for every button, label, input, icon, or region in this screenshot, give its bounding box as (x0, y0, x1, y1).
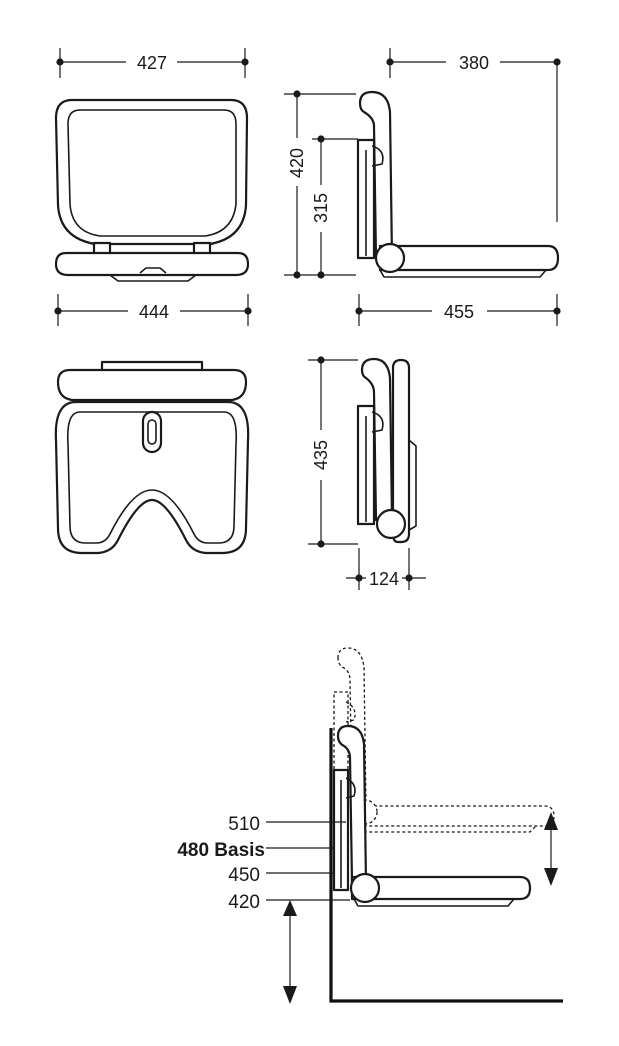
dimension-label-315: 315 (311, 193, 331, 223)
dimension-315: 315 (311, 135, 358, 279)
level-label-450: 450 (228, 865, 260, 886)
front-view (54, 98, 250, 282)
level-label-510: 510 (228, 814, 260, 835)
adjustment-range-arrow (544, 812, 558, 886)
dimension-label-435: 435 (311, 440, 331, 470)
folded-view (356, 357, 417, 544)
height-adjustment-view: 510 480 Basis 450 420 (177, 647, 563, 1004)
level-label-480-basis: 480 Basis (177, 840, 265, 861)
dimension-label-444: 444 (139, 302, 169, 322)
floor-height-arrow (283, 900, 297, 1004)
dimension-124: 124 (346, 548, 426, 590)
dimension-420: 420 (284, 90, 356, 279)
side-view (356, 90, 560, 278)
dimension-455: 455 (355, 294, 561, 326)
dimension-380: 380 (386, 48, 561, 222)
dimension-label-420: 420 (287, 148, 307, 178)
dimension-label-380: 380 (459, 53, 489, 73)
dimension-label-455: 455 (444, 302, 474, 322)
dimension-label-124: 124 (369, 569, 399, 589)
level-label-420: 420 (228, 892, 260, 913)
dimension-444: 444 (54, 294, 252, 326)
wall-outline (329, 728, 563, 1003)
top-view (54, 360, 250, 555)
dimension-435: 435 (308, 356, 358, 548)
dimension-427: 427 (56, 48, 249, 78)
dimension-label-427: 427 (137, 53, 167, 73)
